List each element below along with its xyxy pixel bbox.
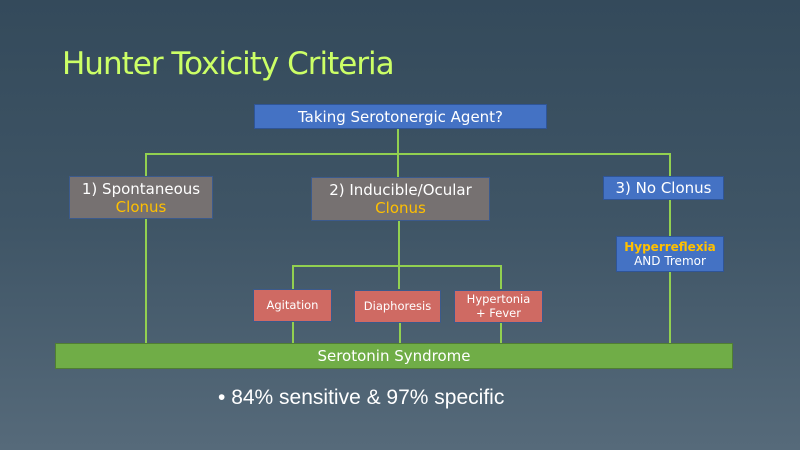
criteria-hypertonia-fever: Hypertonia + Fever — [454, 290, 543, 323]
slide-title: Hunter Toxicity Criteria — [62, 46, 395, 82]
criteria-label: Hypertonia — [466, 291, 531, 306]
connector-hypertonia — [500, 265, 502, 289]
hyperreflexia-label: Hyperreflexia — [624, 239, 716, 254]
branch-spontaneous-clonus: 1) Spontaneous Clonus — [69, 176, 213, 219]
connector-agitation — [292, 265, 294, 289]
connector-agitation-down — [292, 322, 294, 343]
bullet-icon: • — [218, 386, 232, 409]
bullet-point: • 84% sensitive & 97% specific — [218, 386, 504, 410]
branch-inducible-clonus: 2) Inducible/Ocular Clonus — [311, 177, 490, 221]
branch-no-clonus: 3) No Clonus — [603, 176, 724, 200]
branch-label: 3) No Clonus — [615, 179, 712, 197]
tremor-label: AND Tremor — [634, 254, 706, 268]
connector-branch-2-down — [398, 221, 400, 289]
criteria-label: Diaphoresis — [363, 298, 432, 313]
criteria-label: Agitation — [266, 297, 319, 312]
connector-sub-horizontal — [292, 265, 502, 267]
connector-top-horizontal — [145, 153, 671, 155]
connector-branch-1-down — [145, 219, 147, 343]
connector-branch-1 — [145, 153, 147, 176]
outcome-bar: Serotonin Syndrome — [55, 343, 733, 369]
root-label: Taking Serotonergic Agent? — [297, 107, 504, 126]
bullet-text: 84% sensitive & 97% specific — [231, 386, 505, 409]
criteria-diaphoresis: Diaphoresis — [354, 290, 441, 323]
branch-sub-label: Clonus — [115, 197, 167, 216]
branch-sub-label: Clonus — [375, 199, 426, 217]
root-box: Taking Serotonergic Agent? — [254, 104, 547, 129]
outcome-label: Serotonin Syndrome — [317, 347, 471, 365]
branch-label: 1) Spontaneous — [81, 179, 201, 198]
hyperreflexia-tremor-box: Hyperreflexia AND Tremor — [616, 236, 724, 272]
connector-diaphoresis-down — [399, 322, 401, 343]
connector-branch-3 — [669, 153, 671, 176]
criteria-label-line2: + Fever — [476, 305, 521, 320]
connector-hypertonia-down — [500, 322, 502, 343]
criteria-agitation: Agitation — [253, 289, 332, 322]
branch-label: 2) Inducible/Ocular — [329, 181, 472, 199]
